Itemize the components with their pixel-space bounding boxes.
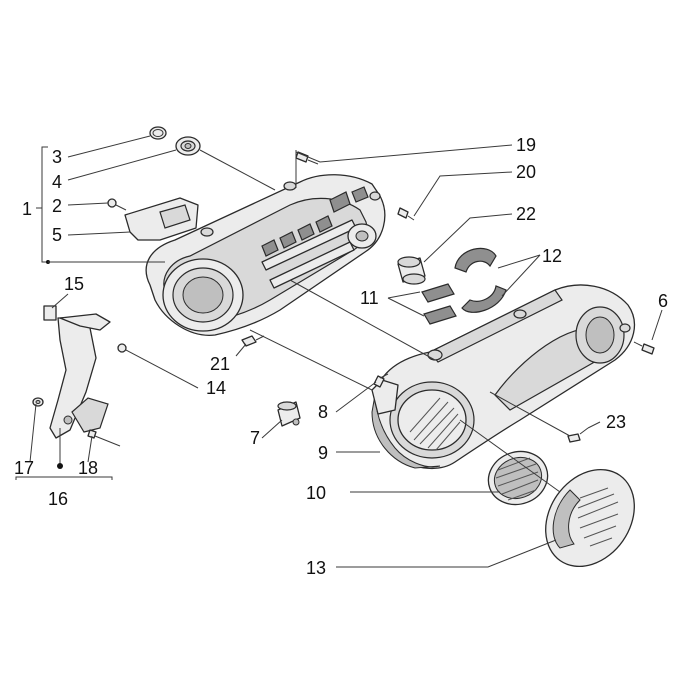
callout-19: 19 — [516, 135, 536, 155]
callout-16: 16 — [48, 489, 68, 509]
callout-13: 13 — [306, 558, 326, 578]
slider-block-top — [421, 283, 455, 303]
callout-12: 12 — [542, 246, 562, 266]
inner-cover — [145, 174, 386, 336]
washer-17-part — [32, 397, 44, 407]
callout-18: 18 — [78, 458, 98, 478]
callout-23: 23 — [606, 412, 626, 432]
callout-7: 7 — [250, 428, 260, 448]
callout-10: 10 — [306, 483, 326, 503]
slider-block-bottom — [423, 305, 457, 325]
callout-6: 6 — [658, 291, 668, 311]
roller-part — [397, 256, 426, 285]
callout-1: 1 — [22, 199, 32, 219]
screw-23-part — [567, 427, 589, 443]
bracket-part — [124, 197, 199, 241]
callout-14: 14 — [206, 378, 226, 398]
screw-6-part — [633, 341, 655, 355]
screw-14-part — [117, 343, 127, 353]
bearing-part — [175, 136, 201, 156]
callout-3: 3 — [52, 147, 62, 167]
leader-lines — [15, 135, 663, 568]
callout-5: 5 — [52, 225, 62, 245]
callout-labels: 1 2 3 4 5 6 7 8 9 10 11 12 13 14 15 16 1… — [14, 135, 668, 578]
pin-18-part — [87, 429, 121, 447]
callout-8: 8 — [318, 402, 328, 422]
screw-20-part — [397, 207, 415, 221]
callout-2: 2 — [52, 196, 62, 216]
callout-11: 11 — [360, 288, 379, 308]
callout-20: 20 — [516, 162, 536, 182]
outer-cover — [371, 284, 636, 469]
slider-shoe-top — [454, 247, 497, 273]
screw-19-part — [295, 151, 319, 165]
mesh-grille-part — [487, 450, 549, 506]
callout-22: 22 — [516, 204, 536, 224]
circlip-part — [149, 126, 167, 140]
clip-15-part — [43, 305, 57, 321]
callout-15: 15 — [64, 274, 84, 294]
screw-2-part — [107, 198, 127, 211]
mount-bracket-part — [49, 313, 111, 439]
outer-cap-part — [545, 468, 635, 568]
screw-8-part — [373, 373, 389, 388]
callout-17: 17 — [14, 458, 34, 478]
callout-9: 9 — [318, 443, 328, 463]
callout-4: 4 — [52, 172, 62, 192]
slider-shoe-bottom — [461, 285, 507, 313]
sensor-7-part — [277, 401, 301, 427]
callout-21: 21 — [210, 354, 230, 374]
